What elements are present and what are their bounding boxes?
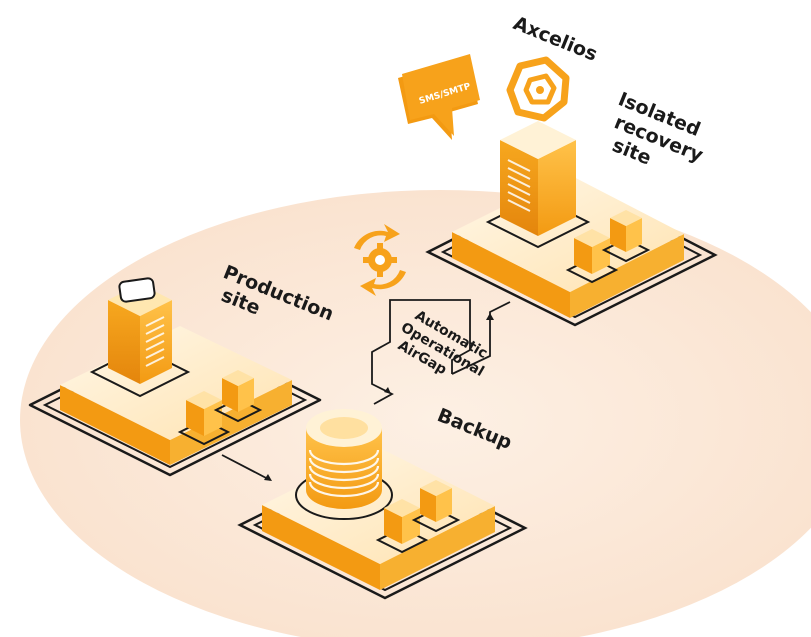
backup-box2-right xyxy=(436,488,452,522)
backup-cylinder-body xyxy=(306,428,382,509)
recovery-box2-left xyxy=(610,218,626,252)
backup-cylinder-top-inner xyxy=(320,417,368,439)
production-tower-right xyxy=(140,300,172,384)
recovery-tower-top xyxy=(500,121,576,159)
backup-cylinder-stripes xyxy=(308,449,380,498)
backup-box2-left xyxy=(420,488,436,522)
production-to-backup-line xyxy=(221,454,271,481)
airgap-to-recovery-line xyxy=(451,301,511,375)
production-box2-right xyxy=(238,378,254,412)
airgap-arrow-1 xyxy=(384,387,391,394)
airgap-arrow-2 xyxy=(486,313,494,320)
gear-sync-icon xyxy=(354,224,406,296)
axcelios-logo-icon xyxy=(506,56,570,122)
recovery-box1-left xyxy=(574,238,592,274)
backup-to-airgap-line xyxy=(371,299,471,405)
production-tower-vents xyxy=(145,316,165,367)
production-chip-icon xyxy=(118,277,156,303)
backup-site-group xyxy=(237,409,528,600)
backup-box1-left xyxy=(384,508,402,544)
backup-platform-side-left xyxy=(262,505,380,590)
recovery-platform-side-right xyxy=(570,234,684,318)
background-ellipse xyxy=(20,190,811,637)
recovery-site-group xyxy=(425,121,718,327)
recovery-box2-top xyxy=(610,210,642,226)
production-platform-top xyxy=(60,326,292,440)
production-box2-left xyxy=(222,378,238,412)
production-tower-left xyxy=(108,300,140,384)
production-box1-left xyxy=(186,400,204,436)
production-box1-top xyxy=(186,391,222,409)
isolated-recovery-site-label: Isolated recovery site xyxy=(609,88,707,169)
production-platform-side-left xyxy=(60,385,170,465)
recovery-tower-vents xyxy=(507,159,531,212)
production-site-group xyxy=(28,277,322,477)
recovery-tower-left xyxy=(500,140,538,236)
backup-box2-top xyxy=(420,480,452,496)
production-platform-side-right xyxy=(170,380,292,465)
connection-lines xyxy=(221,299,511,481)
recovery-box2-right xyxy=(626,218,642,252)
recovery-box1-right xyxy=(592,238,610,274)
backup-platform-side-right xyxy=(380,506,495,590)
recovery-box1-top xyxy=(574,229,610,247)
production-to-backup-arrow xyxy=(264,474,272,481)
axcelios-label: Axcelios xyxy=(510,12,600,66)
backup-box1-right xyxy=(402,508,420,544)
recovery-platform-side-left xyxy=(452,232,570,318)
backup-box1-top xyxy=(384,499,420,517)
recovery-tower-right xyxy=(538,140,576,236)
chat-bubble-icon xyxy=(398,54,480,140)
production-box2-top xyxy=(222,370,254,386)
